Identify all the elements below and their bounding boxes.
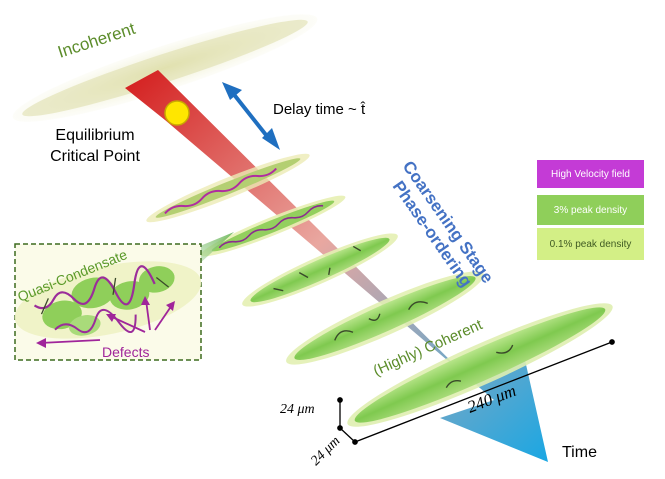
equilibrium-label-line1: Equilibrium <box>55 127 134 144</box>
condensate-cigar-3 <box>242 233 398 307</box>
legend-3pct-density: 3% peak density <box>537 195 644 225</box>
time-beam-arrow <box>125 70 548 462</box>
delay-time-arrow <box>222 82 280 150</box>
time-label: Time <box>562 444 597 461</box>
condensate-cigar-1 <box>146 153 310 223</box>
critical-point-marker <box>164 100 190 126</box>
incoherent-cloud <box>12 14 318 122</box>
legend-label: 3% peak density <box>553 204 628 216</box>
legend-high-velocity: High Velocity field <box>537 160 644 188</box>
depth-dimension-label: 24 μm <box>308 434 343 469</box>
equilibrium-label-line2: Critical Point <box>50 148 140 165</box>
legend-label: High Velocity field <box>551 168 630 180</box>
condensate-cigar-5 <box>347 303 613 427</box>
incoherent-label: Incoherent <box>55 19 138 62</box>
legend-0-1pct-density: 0.1% peak density <box>537 228 644 260</box>
condensate-cigar-4 <box>286 271 484 365</box>
height-dimension-label: 24 μm <box>280 402 315 417</box>
condensate-cigar-2 <box>200 195 346 257</box>
delay-time-label: Delay time ~ t̂ <box>273 101 366 118</box>
defects-label: Defects <box>102 344 149 360</box>
legend-label: 0.1% peak density <box>549 238 632 250</box>
quasi-condensate-inset <box>14 243 202 361</box>
dimension-axes <box>337 339 615 445</box>
